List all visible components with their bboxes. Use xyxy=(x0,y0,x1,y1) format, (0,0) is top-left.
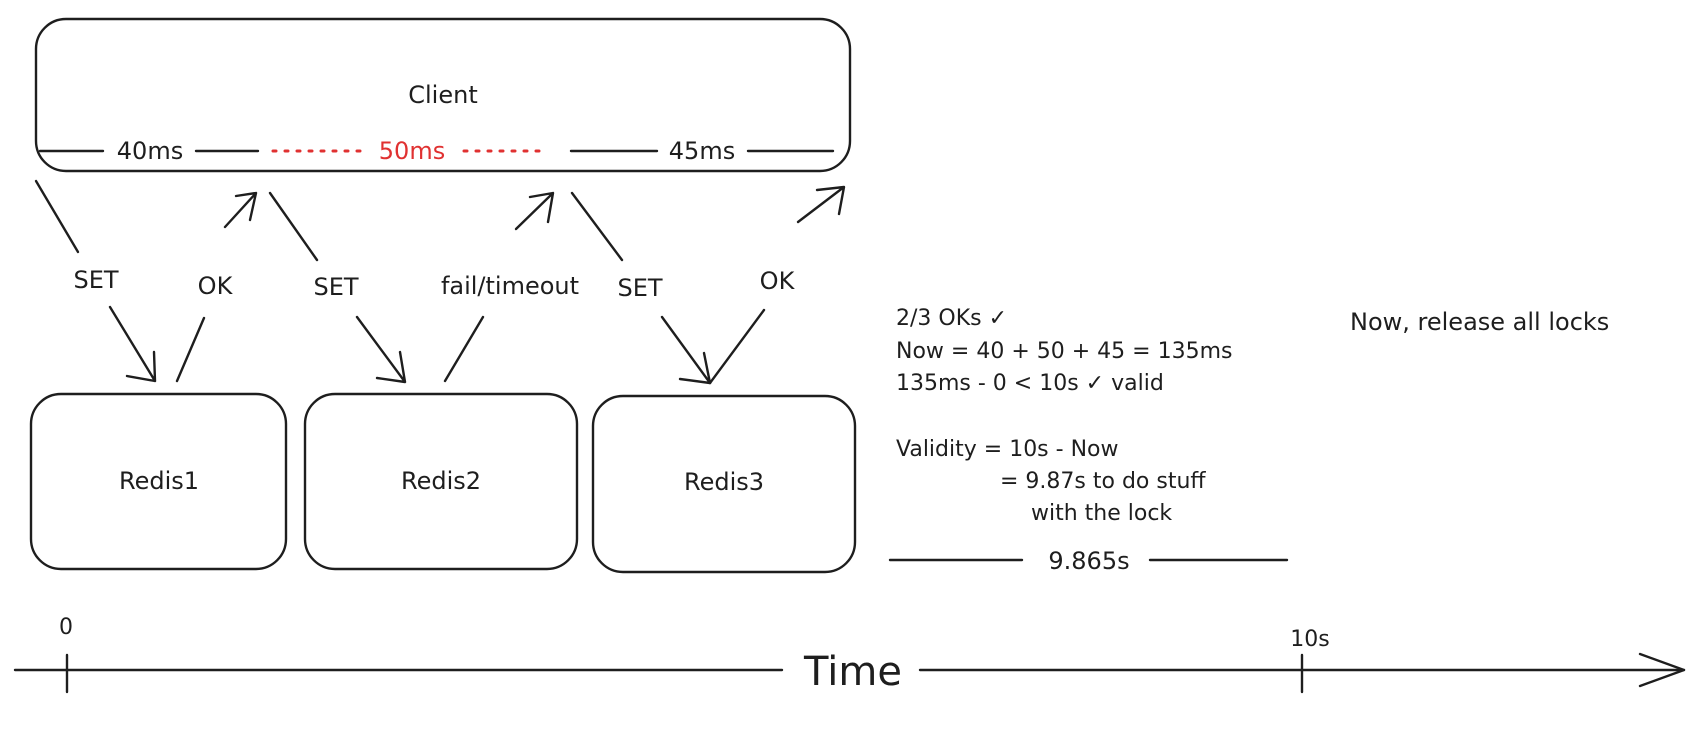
fail-timeout-label: fail/timeout xyxy=(441,272,579,300)
set-arrow-2 xyxy=(268,191,319,262)
client-label: Client xyxy=(408,81,477,109)
timeline-arrowhead xyxy=(1638,652,1686,688)
redis1-label: Redis1 xyxy=(119,467,199,495)
fail-arrow-head xyxy=(514,191,555,231)
redis2-box xyxy=(303,392,579,571)
note-valid: 135ms - 0 < 10s ✓ valid xyxy=(896,371,1164,396)
set-arrow-1-head xyxy=(108,305,157,383)
timing-40ms: 40ms xyxy=(117,137,183,165)
ok-arrow-1 xyxy=(175,316,206,383)
note-remaining: = 9.87s to do stuff xyxy=(1000,469,1206,494)
ok-arrow-1-head xyxy=(223,191,258,229)
note-validity: Validity = 10s - Now xyxy=(896,437,1118,462)
set-label-3: SET xyxy=(617,274,662,302)
redis3-label: Redis3 xyxy=(684,468,764,496)
release-note: Now, release all locks xyxy=(1350,308,1609,336)
set-label-2: SET xyxy=(313,273,358,301)
ok-label-1: OK xyxy=(198,272,234,300)
timing-50ms: 50ms xyxy=(379,137,445,165)
set-arrow-1 xyxy=(34,179,80,254)
ok-arrow-2-head xyxy=(796,185,846,224)
set-arrow-2-head xyxy=(355,315,407,384)
note-oks: 2/3 OKs ✓ xyxy=(896,306,1007,331)
fail-arrow xyxy=(443,315,485,383)
ok-arrow-2 xyxy=(708,308,766,385)
redis2-label: Redis2 xyxy=(401,467,481,495)
note-now: Now = 40 + 50 + 45 = 135ms xyxy=(896,339,1232,364)
validity-span-label: 9.865s xyxy=(1048,547,1129,575)
set-arrow-3-head xyxy=(660,315,712,385)
client-box xyxy=(34,17,852,173)
timeline-axis-label: Time xyxy=(803,649,902,695)
redis3-box xyxy=(591,394,857,574)
set-label-1: SET xyxy=(73,266,118,294)
timing-45ms: 45ms xyxy=(669,137,735,165)
tick-start-label: 0 xyxy=(59,615,73,640)
ok-label-2: OK xyxy=(760,267,796,295)
set-arrow-3 xyxy=(570,191,624,262)
redis1-box xyxy=(29,392,288,571)
tick-end-label: 10s xyxy=(1290,627,1329,652)
note-with-lock: with the lock xyxy=(1031,501,1172,526)
